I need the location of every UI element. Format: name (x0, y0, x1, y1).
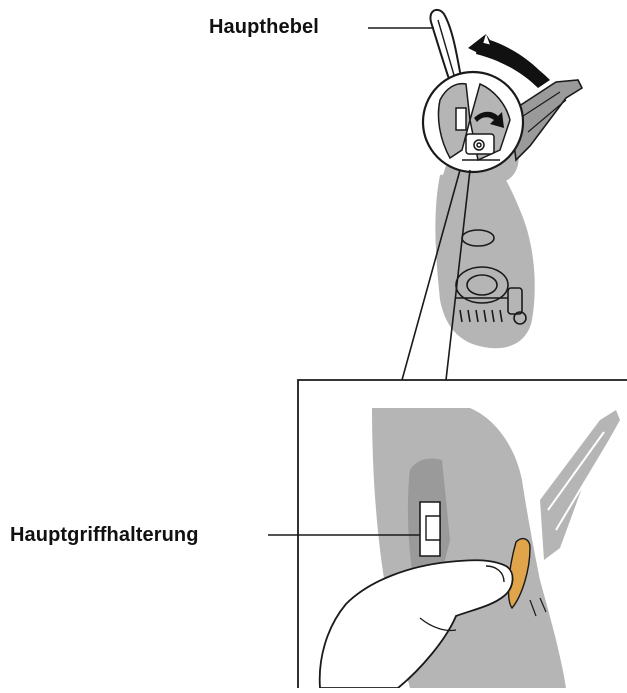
detail-view (268, 380, 627, 688)
detail-secondary-lever (540, 410, 620, 560)
grip-holder-notch (426, 516, 440, 540)
lever-assembly-overview (368, 10, 582, 348)
label-main-lever: Haupthebel (209, 17, 319, 37)
label-grip-holder: Hauptgriffhalterung (10, 525, 199, 545)
